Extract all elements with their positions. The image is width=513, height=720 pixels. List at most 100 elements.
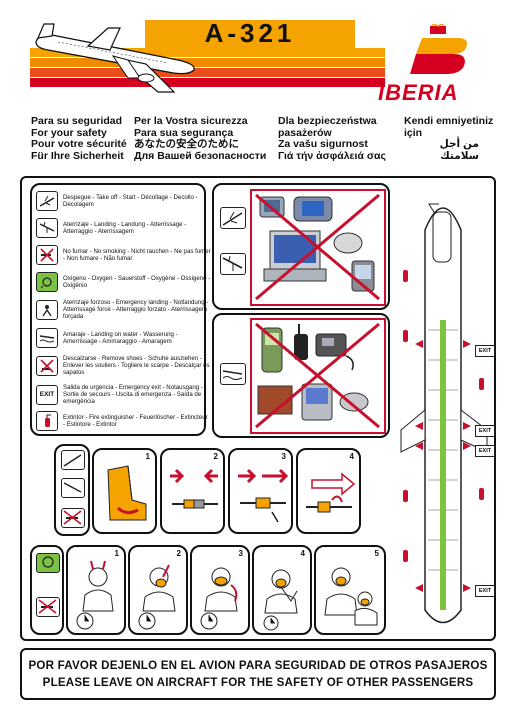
ditching-icon [220,363,246,385]
iberia-logo-icon [410,24,467,74]
tighten-belt-illustration [238,468,289,523]
oxygen-situation-icons [30,545,64,635]
legend-item-takeoff: Despegue - Take off - Start - Décollage … [36,191,211,211]
seatbelt-step-1: 1 [92,448,157,534]
airplane-illustration [35,23,195,93]
safety-title-ja: あなたの安全のために [134,138,239,150]
mask-drops-illustration [76,560,114,630]
legend-text-ditching: Amaraje - Landing on water - Wasserung -… [63,331,178,345]
safety-title-tr: Kendi emniyetiniz için [404,115,494,139]
legend-item-oxygen: Oxígeno - Oxygen - Sauerstoff - Oxygène … [36,272,211,292]
exit-sign-rear: EXIT [475,585,495,597]
step-number: 3 [238,549,243,558]
oxygen-step-4: 4 [252,545,312,635]
safety-title-pl: Dla bezpieczeństwa pasażerów [278,115,377,139]
safety-title-it: Per la Vostra sicurezza [134,115,248,127]
step-number: 1 [114,549,119,558]
legend-text-remove-shoes: Descalzarse - Remove shoes - Schuhe ausz… [63,355,210,376]
safety-title-col1: Para su seguridad For your safety Pour v… [31,115,127,162]
safety-title-col3: Dla bezpieczeństwa pasażerów Za vašu sig… [278,115,396,162]
no-smoking-icon [36,245,58,265]
exit-icon: EXIT [36,384,58,405]
takeoff-icon [220,207,246,229]
safety-title-fr: Pour votre sécurité [31,138,127,150]
aircraft-model-title: A-321 [204,18,296,48]
always-prohibited-devices-panel [250,318,386,434]
step-number: 2 [213,452,218,461]
legend-text-no-smoking: No fumar - No smoking - Nicht rauchen - … [63,248,211,262]
safety-title-col4: Kendi emniyetiniz için من أجل سلامتك [404,115,499,162]
seat-with-belt-illustration [107,465,147,521]
safety-title-pt: Para sua segurança [134,126,234,139]
legend-item-exit: EXIT Salida de urgencia - Emergency exit… [36,384,211,405]
landing-icon [220,253,246,275]
safety-title-ar: من أجل سلامتك [439,138,479,162]
safety-title-col2: Per la Vostra sicurezza Para sua seguran… [134,115,267,162]
footer-notice-es: POR FAVOR DEJENLO EN EL AVION PARA SEGUR… [28,659,488,672]
header-stripe-red-orange [30,68,385,77]
ditching-icon [36,328,58,348]
legend-item-fire-extinguisher: Extintor - Fire extinguisher - Feuerlösc… [36,411,211,431]
oxygen-step-1: 1 [66,545,126,635]
safety-title-el: Γιά τήν ἀσφάλειά σας [278,149,386,162]
legend-item-no-smoking: No fumar - No smoking - Nicht rauchen - … [36,245,211,265]
iberia-wordmark: IBERIA [378,80,459,105]
oxygen-step-5: 5 [314,545,386,635]
step-number: 1 [145,452,150,461]
seatbelt-step-3: 3 [228,448,293,534]
legend-item-emergency-landing: Aterrizaje forzoso - Emergency landing -… [36,299,211,320]
safety-title-es: Para su seguridad [31,115,123,127]
takeoff-icon [61,450,85,470]
title-bar [145,20,355,48]
legend-item-ditching: Amaraje - Landing on water - Wasserung -… [36,328,211,348]
release-belt-illustration [306,472,356,513]
cabin-layout-diagram [400,203,488,624]
legend-text-exit: Salida de urgencia - Emergency exit - No… [63,384,203,405]
legend-text-takeoff: Despegue - Take off - Start - Décollage … [63,194,198,208]
legend-text-fire-extinguisher: Extintor - Fire extinguisher - Feuerlösc… [63,414,208,428]
header-stripe-yellow [30,48,385,57]
step-number: 2 [176,549,181,558]
oxygen-step-2: 2 [128,545,188,635]
safety-title-ru: Для Вашей безопасности [134,149,267,162]
electronics-prohibited-panel [212,313,390,438]
landing-icon [36,218,58,238]
seatbelt-step-2: 2 [160,448,225,534]
footer-notice-box: POR FAVOR DEJENLO EN EL AVION PARA SEGUR… [20,648,496,700]
pull-mask-illustration [138,564,176,630]
oxygen-icon [36,272,58,292]
step-number: 4 [300,549,305,558]
seatbelt-situation-icons [54,444,90,536]
header-stripe-orange [30,58,385,67]
legend-box: Despegue - Take off - Start - Décollage … [30,183,211,436]
electronics-restricted-panel [212,183,390,310]
legend-text-emergency-landing: Aterrizaje forzoso - Emergency landing -… [63,299,209,320]
oxygen-step-3: 3 [190,545,250,635]
step-number: 3 [281,452,286,461]
legend-text-landing: Aterrizaje - Landing - Landung - Atterri… [63,221,187,235]
no-smoking-icon [61,508,85,528]
legend-item-landing: Aterrizaje - Landing - Landung - Atterri… [36,218,211,238]
no-smoking-icon [36,597,60,617]
fire-extinguisher-icon [36,411,58,431]
breathe-normally-illustration [263,569,298,631]
fasten-belt-illustration [170,468,218,509]
emergency-landing-icon [36,299,58,320]
prohibited-devices-panel [250,189,386,306]
step-number: 5 [374,549,379,558]
exit-sign-front: EXIT [475,345,495,357]
seatbelt-step-4: 4 [296,448,361,534]
exit-sign-overwing-1: EXIT [475,425,495,437]
header-stripe-red [30,78,385,87]
electronic-devices-illustration [255,193,380,301]
safety-title-hr: Za vašu sigurnost [278,138,368,150]
assist-others-illustration [324,567,378,626]
place-mask-illustration [200,567,238,630]
exit-sign-overwing-2: EXIT [475,445,495,457]
safety-title-en: For your safety [31,126,107,139]
safety-title-de: Für Ihre Sicherheit [31,149,124,162]
legend-text-oxygen: Oxígeno - Oxygen - Sauerstoff - Oxygène … [63,275,211,289]
oxygen-icon [36,553,60,573]
legend-item-remove-shoes: Descalzarse - Remove shoes - Schuhe ausz… [36,355,211,376]
remove-shoes-icon [36,355,58,376]
